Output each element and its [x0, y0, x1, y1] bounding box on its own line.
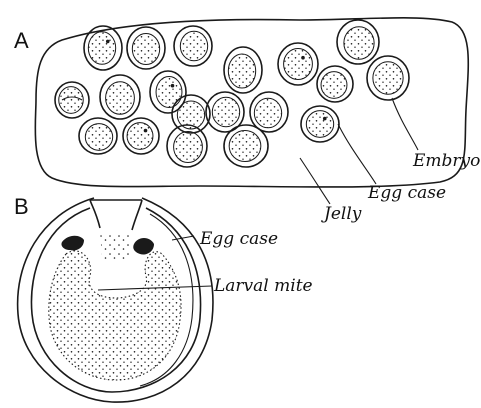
- embryo: [127, 123, 153, 150]
- jelly-leader: [300, 158, 330, 204]
- embryo: [212, 97, 239, 127]
- embryo: [88, 32, 115, 65]
- embryo-leader: [392, 98, 418, 150]
- embryo: [254, 98, 281, 128]
- embryo: [156, 76, 182, 107]
- embryo: [229, 130, 261, 161]
- panel-b-letter: B: [14, 194, 29, 219]
- embryo: [344, 27, 374, 60]
- panel-a: A Embryo Egg case Jelly: [14, 18, 480, 224]
- panel-a-letter: A: [14, 28, 29, 53]
- embryo-label: Embryo: [412, 151, 480, 171]
- larval-mite-body: [49, 251, 181, 380]
- egg-case-b-label: Egg case: [199, 229, 278, 249]
- panel-b: B Egg case Larval mite: [14, 194, 313, 402]
- embryo: [106, 82, 135, 115]
- embryo: [321, 72, 347, 99]
- embryo-eye-spot: [171, 84, 175, 88]
- jelly-label: Jelly: [321, 204, 362, 224]
- embryo: [373, 62, 403, 95]
- embryo-eye-spot: [144, 129, 148, 133]
- egg-tip: [90, 200, 142, 230]
- larval-mite-label: Larval mite: [213, 276, 313, 296]
- embryo: [228, 54, 255, 88]
- larval-mite-inner-edge: [100, 232, 132, 261]
- embryo-eye-spot: [301, 56, 305, 60]
- egg-case-a-leader: [338, 124, 376, 184]
- embryo: [284, 48, 313, 79]
- embryo-eye-spot: [106, 40, 110, 44]
- embryo: [306, 111, 333, 138]
- embryo: [180, 31, 207, 61]
- left-eye-spot: [61, 236, 84, 251]
- right-eye-spot: [133, 238, 154, 255]
- embryo-eye-spot: [323, 117, 327, 121]
- egg-group: [55, 20, 409, 167]
- egg-case-a-label: Egg case: [367, 183, 446, 203]
- embryo: [174, 131, 203, 162]
- embryo: [85, 124, 112, 151]
- embryo: [132, 33, 159, 64]
